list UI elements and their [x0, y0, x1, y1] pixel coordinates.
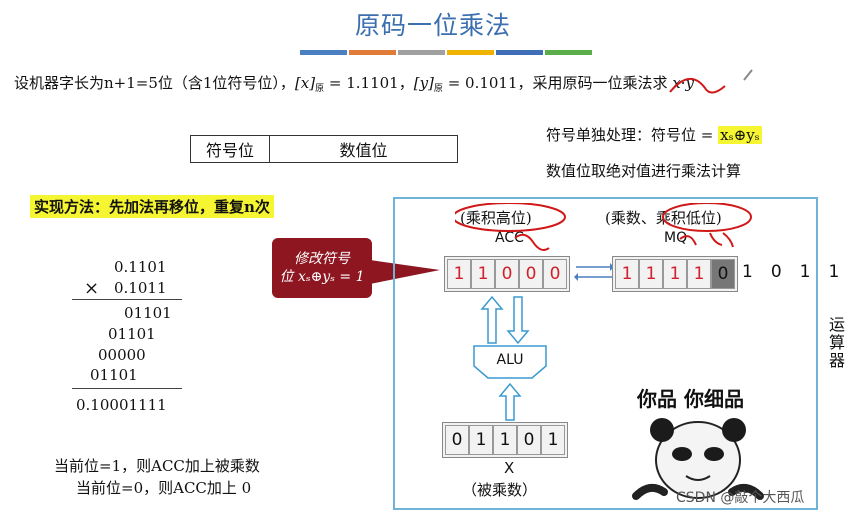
- panda-meme-image: [632, 418, 764, 500]
- multiplier: 0.1011: [114, 279, 167, 297]
- color-bar: [496, 50, 543, 55]
- x-bit: 0: [517, 425, 541, 455]
- watermark: CSDN @敲个大西瓜: [676, 490, 805, 506]
- shifted-bit: 1: [799, 262, 811, 282]
- y-sub: 原: [433, 84, 443, 94]
- mq-bit: 1: [639, 259, 663, 289]
- partial-product: 01101: [124, 304, 172, 322]
- alu-unit: [473, 345, 547, 379]
- sign-callout: 修改符号 位 xₛ⊕yₛ = 1: [272, 238, 372, 298]
- acc-register: 1 1 0 0 0: [444, 256, 570, 292]
- color-bar: [398, 50, 445, 55]
- acc-bit: 0: [543, 259, 567, 289]
- mq-bit: 1: [687, 259, 711, 289]
- acc-alu-arrows: [480, 295, 530, 345]
- acc-bit: 0: [495, 259, 519, 289]
- multiplicand: 0.1101: [114, 258, 167, 276]
- color-bar: [349, 50, 396, 55]
- x-caption: （被乘数）: [462, 481, 538, 499]
- side-label: 运算器: [826, 316, 845, 370]
- handwritten-underline: [669, 69, 753, 94]
- x-bit: 1: [541, 425, 565, 455]
- shifted-out-bits: 1 0 1 1: [742, 262, 839, 282]
- partial-product: 00000: [98, 346, 146, 364]
- x-bit: 0: [445, 425, 469, 455]
- title-color-bars: [300, 50, 592, 55]
- slide-title: 原码一位乘法: [354, 11, 511, 40]
- value-bits-cell: 数值位: [339, 141, 388, 160]
- color-bar: [545, 50, 592, 55]
- sign-note: 符号单独处理：符号位 = xₛ⊕yₛ: [546, 124, 762, 145]
- mq-bit: 1: [663, 259, 687, 289]
- mq-bit-current: 0: [711, 259, 735, 289]
- color-bar: [300, 50, 347, 55]
- rule-bit-zero: 当前位=0，则ACC加上 0: [76, 479, 252, 497]
- bit-layout-table: 符号位 数值位: [190, 135, 458, 163]
- shifted-bit: 0: [770, 262, 782, 282]
- mq-register: 1 1 1 1 0: [612, 256, 738, 292]
- partial-product: 01101: [108, 325, 156, 343]
- callout-line: 位 xₛ⊕yₛ = 1: [279, 269, 365, 285]
- x-sub: 原: [315, 84, 325, 94]
- shifted-bit: 1: [742, 262, 753, 282]
- problem-statement: 设机器字长为n+1=5位（含1位符号位），[x]原 = 1.1101，[y]原 …: [14, 72, 694, 94]
- x-label: X: [504, 459, 515, 477]
- color-bar: [447, 50, 494, 55]
- calc-divider: [72, 299, 182, 300]
- x-bit: 1: [493, 425, 517, 455]
- acc-caption: (乘积高位): [460, 209, 532, 227]
- acc-bit: 1: [471, 259, 495, 289]
- calc-divider: [72, 388, 182, 389]
- sign-formula: xₛ⊕yₛ: [718, 126, 762, 144]
- alu-frame: [393, 197, 818, 510]
- partial-product: 01101: [90, 366, 138, 384]
- value-note: 数值位取绝对值进行乘法计算: [546, 162, 742, 180]
- handwritten-marks: [455, 203, 752, 251]
- rule-bit-one: 当前位=1，则ACC加上被乘数: [54, 457, 260, 475]
- x-register: 0 1 1 0 1: [442, 422, 568, 458]
- acc-bit: 0: [519, 259, 543, 289]
- times-sign: ×: [84, 278, 100, 299]
- x-label: [x]: [294, 74, 316, 92]
- shifted-bit: 1: [828, 262, 840, 282]
- x-value: = 1.1101，: [324, 74, 414, 92]
- mq-bit: 1: [615, 259, 639, 289]
- meme-caption: 你品 你细品: [637, 387, 744, 411]
- sign-note-text: 符号单独处理：符号位 =: [546, 126, 719, 144]
- acc-label: ACC: [495, 230, 524, 246]
- y-value: = 0.1011，采用原码一位乘法求: [442, 74, 673, 92]
- callout-pointer: [370, 260, 440, 284]
- method-note: 实现方法：先加法再移位，重复n次: [30, 195, 274, 218]
- mq-label: MQ: [664, 230, 688, 246]
- final-result: 0.10001111: [76, 396, 167, 414]
- sign-bit-cell: 符号位: [191, 136, 270, 162]
- shift-arrows: [574, 263, 614, 281]
- x-alu-arrow: [498, 382, 522, 421]
- callout-line: 修改符号: [294, 250, 350, 267]
- acc-bit: 1: [447, 259, 471, 289]
- alu-label: ALU: [496, 352, 524, 368]
- x-bit: 1: [469, 425, 493, 455]
- intro-text: 设机器字长为n+1=5位（含1位符号位），: [14, 74, 295, 92]
- y-label: [y]: [413, 74, 434, 92]
